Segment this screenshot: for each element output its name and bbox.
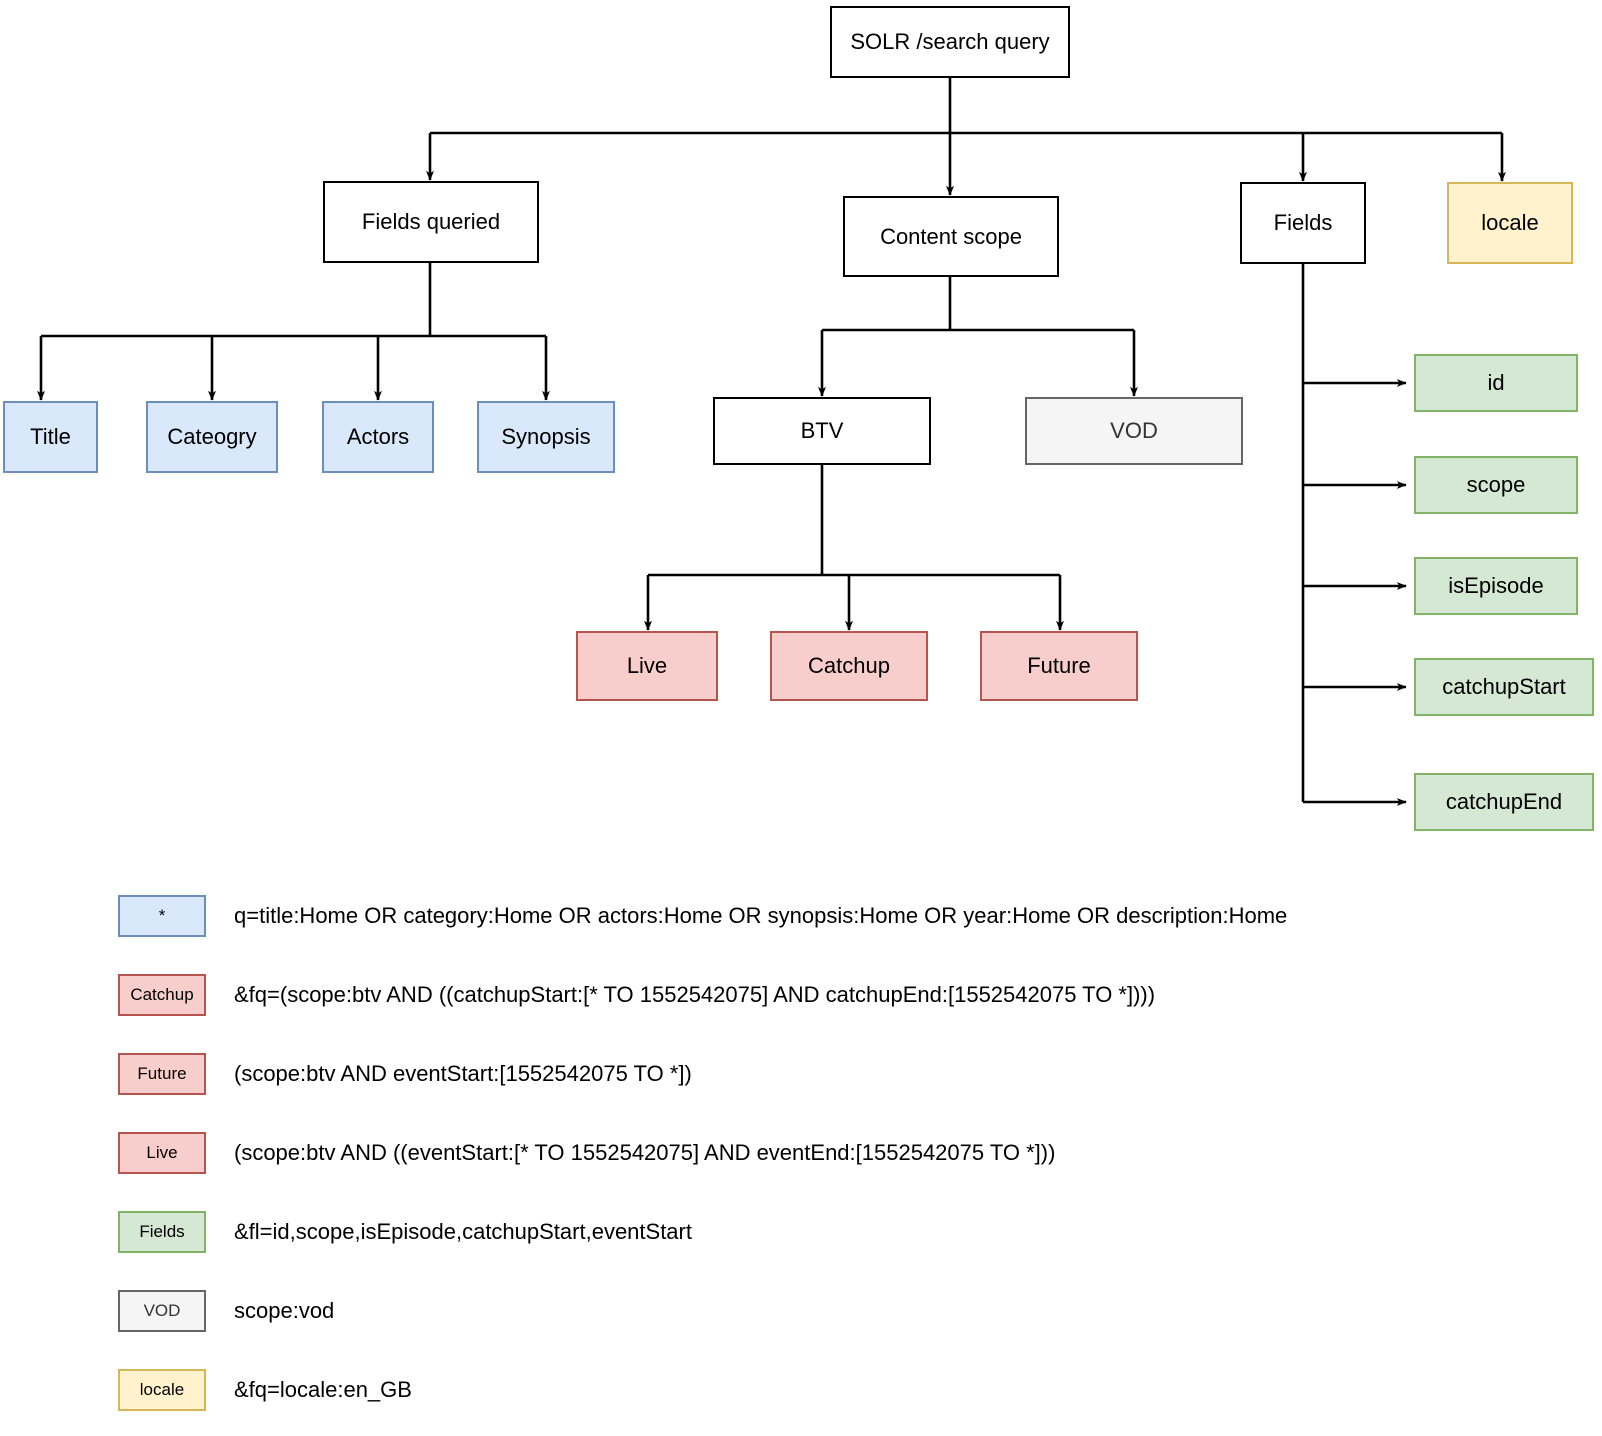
node-label: Fields queried [361,209,501,235]
node-locale[interactable]: locale [1447,182,1573,264]
node-label: scope [1466,472,1526,498]
legend-swatch-label: locale [139,1380,185,1399]
node-label: BTV [800,418,844,444]
node-catchup[interactable]: Catchup [770,631,928,701]
legend-swatch-live: Live [118,1132,206,1174]
node-scope[interactable]: scope [1414,456,1578,514]
legend-swatch-label: Catchup [130,985,194,1004]
node-label: locale [1481,210,1539,236]
legend-text-fields: &fl=id,scope,isEpisode,catchupStart,even… [234,1219,692,1244]
node-future[interactable]: Future [980,631,1138,701]
legend-text-locale: &fq=locale:en_GB [234,1377,412,1402]
node-actors[interactable]: Actors [322,401,434,473]
node-label: catchupEnd [1445,789,1563,815]
node-id[interactable]: id [1414,354,1578,412]
node-label: id [1487,370,1505,396]
node-label: Actors [346,424,410,450]
legend-swatch-future: Future [118,1053,206,1095]
legend: * q=title:Home OR category:Home OR actor… [118,893,1518,1436]
node-label: Fields [1273,210,1333,236]
node-catchupend[interactable]: catchupEnd [1414,773,1594,831]
node-label: Synopsis [501,424,591,450]
legend-row-locale: locale &fq=locale:en_GB [118,1367,1518,1413]
node-fields-queried[interactable]: Fields queried [323,181,539,263]
legend-row-future: Future (scope:btv AND eventStart:[155254… [118,1051,1518,1097]
legend-swatch-label: Fields [139,1222,185,1241]
legend-swatch-fields: Fields [118,1211,206,1253]
node-category[interactable]: Cateogry [146,401,278,473]
legend-swatch-label: * [158,906,166,925]
node-vod[interactable]: VOD [1025,397,1243,465]
legend-text-future: (scope:btv AND eventStart:[1552542075 TO… [234,1061,692,1086]
node-content-scope[interactable]: Content scope [843,196,1059,277]
node-label: Live [626,653,668,679]
node-title[interactable]: Title [3,401,98,473]
legend-text-vod: scope:vod [234,1298,335,1323]
node-label: Cateogry [167,424,257,450]
legend-swatch-label: Live [146,1143,178,1162]
legend-swatch-label: VOD [143,1301,181,1320]
node-btv[interactable]: BTV [713,397,931,465]
legend-text-catchup: &fq=(scope:btv AND ((catchupStart:[* TO … [234,982,1156,1007]
node-fields[interactable]: Fields [1240,182,1366,264]
legend-text-wildcard: q=title:Home OR category:Home OR actors:… [234,903,1288,928]
node-isepisode[interactable]: isEpisode [1414,557,1578,615]
legend-swatch-label: Future [137,1064,187,1083]
node-live[interactable]: Live [576,631,718,701]
legend-row-catchup: Catchup &fq=(scope:btv AND ((catchupStar… [118,972,1518,1018]
node-label: Future [1027,653,1091,679]
node-label: isEpisode [1448,573,1544,599]
legend-swatch-wildcard: * [118,895,206,937]
legend-row-vod: VOD scope:vod [118,1288,1518,1334]
node-label: catchupStart [1442,674,1566,700]
legend-row-fields: Fields &fl=id,scope,isEpisode,catchupSta… [118,1209,1518,1255]
node-label: SOLR /search query [850,29,1050,55]
node-label: Catchup [808,653,890,679]
node-catchupstart[interactable]: catchupStart [1414,658,1594,716]
legend-swatch-vod: VOD [118,1290,206,1332]
legend-swatch-locale: locale [118,1369,206,1411]
node-label: Content scope [880,223,1022,249]
legend-row-wildcard: * q=title:Home OR category:Home OR actor… [118,893,1518,939]
legend-text-live: (scope:btv AND ((eventStart:[* TO 155254… [234,1140,1056,1165]
node-label: VOD [1110,418,1158,444]
legend-row-live: Live (scope:btv AND ((eventStart:[* TO 1… [118,1130,1518,1176]
node-solr-search-query[interactable]: SOLR /search query [830,6,1070,78]
legend-swatch-catchup: Catchup [118,974,206,1016]
node-label: Title [30,424,71,450]
node-synopsis[interactable]: Synopsis [477,401,615,473]
